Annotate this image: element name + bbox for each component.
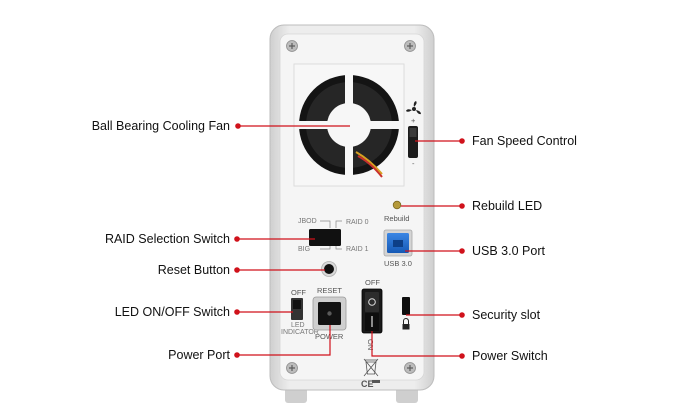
- led-on-off-switch[interactable]: [293, 300, 301, 309]
- callout-line-power-switch: [371, 331, 462, 357]
- callout-raid-switch: RAID Selection Switch: [104, 232, 230, 246]
- raid-guide-lines: [320, 220, 342, 250]
- weee-bin-icon: [363, 358, 379, 377]
- ce-mark: CE: [361, 379, 374, 389]
- callout-line-power-port: [237, 325, 331, 356]
- fan-speed-slider[interactable]: [406, 101, 421, 158]
- raid-label-raid1: RAID 1: [346, 246, 369, 253]
- callout-lines: [237, 125, 462, 357]
- power-switch[interactable]: [361, 288, 383, 334]
- lock-icon: [402, 318, 410, 330]
- callout-reset-button: Reset Button: [157, 263, 230, 277]
- raid-label-big: BIG: [298, 246, 310, 253]
- reset-button[interactable]: [324, 264, 334, 274]
- callout-led-switch: LED ON/OFF Switch: [114, 305, 230, 319]
- raid-label-jbod: JBOD: [298, 218, 317, 225]
- led-indicator-label-1: LED: [291, 322, 305, 329]
- fan-speed-plus-label: +: [411, 116, 416, 125]
- callout-usb-port: USB 3.0 Port: [472, 244, 545, 258]
- power-port[interactable]: [312, 296, 347, 331]
- power-off-label: OFF: [365, 278, 380, 287]
- fan-speed-minus-label: -: [412, 159, 415, 168]
- callout-fan: Ball Bearing Cooling Fan: [91, 119, 230, 133]
- callout-rebuild-led: Rebuild LED: [472, 199, 543, 213]
- security-slot[interactable]: [402, 297, 410, 315]
- callout-power-switch: Power Switch: [472, 349, 548, 363]
- fan-icon: [406, 101, 421, 115]
- ce-underline: [372, 380, 380, 383]
- callout-power-port: Power Port: [168, 348, 230, 362]
- screw-icon: [286, 40, 298, 52]
- callout-security-slot: Security slot: [472, 308, 541, 322]
- callout-dots: [234, 123, 465, 359]
- cooling-fan: [293, 63, 405, 187]
- rebuild-label: Rebuild: [384, 214, 409, 223]
- led-off-label: OFF: [291, 288, 306, 297]
- screw-icon: [286, 362, 298, 374]
- rebuild-led: [392, 200, 402, 210]
- screw-icon: [404, 362, 416, 374]
- led-indicator-label-2: INDICATOR: [281, 329, 319, 336]
- screw-icon: [404, 40, 416, 52]
- callout-fan-speed: Fan Speed Control: [472, 134, 577, 148]
- reset-label: RESET: [317, 286, 342, 295]
- usb-port[interactable]: [383, 229, 413, 257]
- usb-label: USB 3.0: [384, 259, 412, 268]
- power-on-label: ON: [366, 339, 375, 350]
- raid-selection-switch[interactable]: [309, 229, 341, 246]
- raid-label-raid0: RAID 0: [346, 219, 369, 226]
